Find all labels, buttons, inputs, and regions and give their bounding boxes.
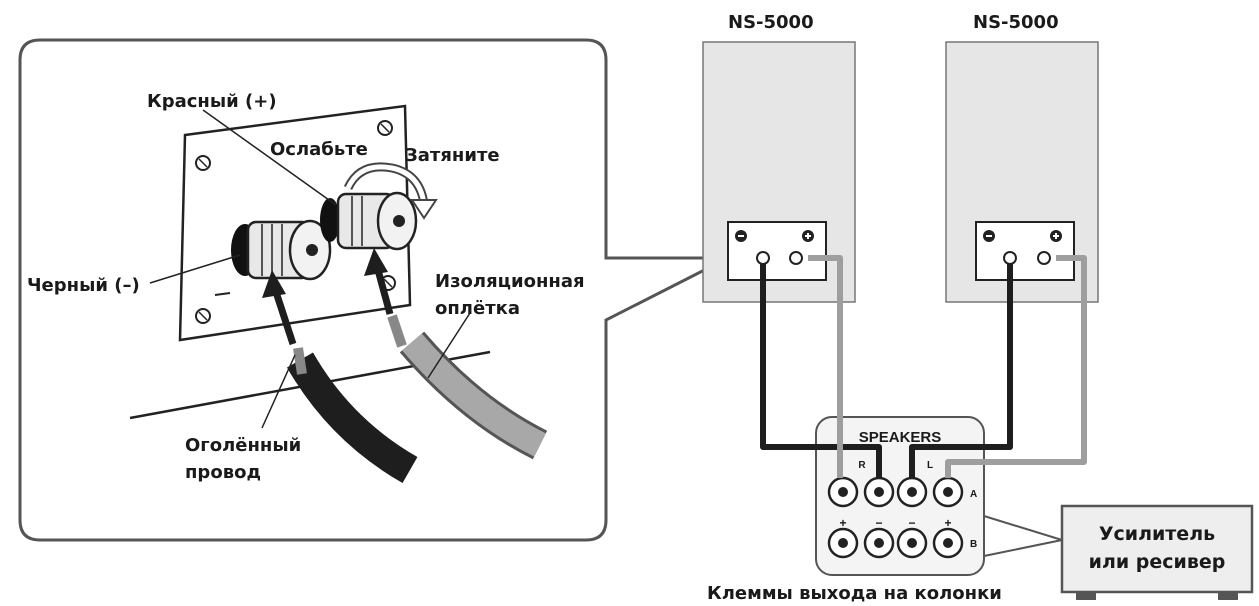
amp-foot — [1076, 592, 1096, 600]
black-minus-label: Черный (–) — [27, 275, 140, 296]
plus-column-label: + — [839, 516, 846, 530]
insulation-label-line1: Изоляционная — [435, 271, 585, 292]
amplifier-label-line2: или ресивер — [1089, 551, 1226, 573]
loosen-label: Ослабьте — [270, 139, 368, 160]
plate-screw-icon — [195, 120, 396, 324]
red-terminal-knob — [320, 191, 418, 251]
right-speaker-black-cable — [909, 264, 1013, 478]
channel-r-label: R — [858, 460, 866, 471]
minus-column-label: − — [908, 516, 915, 530]
amp-speaker-terminal-panel: SPEAKERS R L A B + − − + — [815, 416, 1063, 576]
speakers-panel-title: SPEAKERS — [859, 429, 942, 446]
left-speaker — [702, 41, 856, 303]
insulation-label-line2: оплётка — [435, 298, 520, 319]
amp-pointer-line — [983, 515, 1063, 557]
row-b-label: B — [970, 539, 977, 550]
amplifier-label-line1: Усилитель — [1099, 523, 1215, 545]
left-speaker-plus-terminal — [789, 251, 803, 265]
right-speaker — [945, 41, 1099, 303]
row-a-label: A — [970, 489, 977, 500]
channel-l-label: L — [927, 460, 933, 471]
red-plus-label: Красный (+) — [147, 91, 277, 112]
black-terminal-knob — [231, 219, 332, 281]
left-speaker-model-label: NS-5000 — [728, 12, 814, 33]
right-speaker-minus-terminal — [1003, 251, 1017, 265]
tighten-rotation-arrow-icon — [343, 162, 438, 220]
bare-wire-label-line1: Оголённый — [185, 435, 301, 456]
right-speaker-gray-cable — [945, 255, 1087, 478]
amp-foot — [1218, 592, 1238, 600]
minus-mark-icon — [214, 292, 231, 296]
gray-wire — [364, 248, 548, 460]
binding-post-icon — [827, 476, 964, 508]
speaker-cables — [760, 255, 1087, 478]
binding-post-icon — [827, 527, 964, 559]
left-speaker-black-cable — [760, 264, 882, 478]
output-terminals-caption: Клеммы выхода на колонки — [707, 583, 1002, 604]
leader-lines — [149, 109, 471, 429]
right-speaker-model-label: NS-5000 — [973, 12, 1059, 33]
right-speaker-plus-terminal — [1037, 251, 1051, 265]
minus-column-label: − — [875, 516, 882, 530]
black-wire — [262, 270, 418, 484]
detail-callout: Красный (+) Ослабьте Затяните Черный (–)… — [18, 38, 729, 542]
tighten-label: Затяните — [405, 145, 500, 166]
bare-wire-label-line2: провод — [185, 462, 261, 483]
left-speaker-gray-cable — [808, 255, 843, 478]
left-speaker-minus-terminal — [756, 251, 770, 265]
plus-column-label: + — [944, 516, 951, 530]
amplifier-box: Усилитель или ресивер — [1060, 504, 1254, 600]
